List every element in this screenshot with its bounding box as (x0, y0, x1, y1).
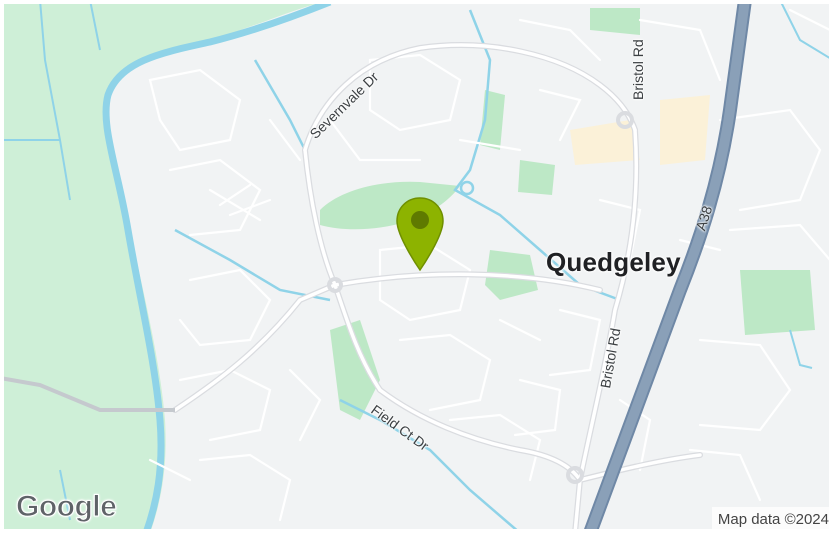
floodplain-area (0, 0, 330, 533)
location-pin-icon[interactable] (396, 196, 444, 272)
road-label-bristol-top: Bristol Rd (630, 39, 646, 100)
park-central (320, 181, 460, 230)
place-label-quedgeley: Quedgeley (546, 247, 681, 277)
river-severn (102, 0, 332, 533)
google-logo[interactable]: Google (15, 490, 117, 524)
map-attribution[interactable]: Map data ©2024 (711, 507, 833, 533)
